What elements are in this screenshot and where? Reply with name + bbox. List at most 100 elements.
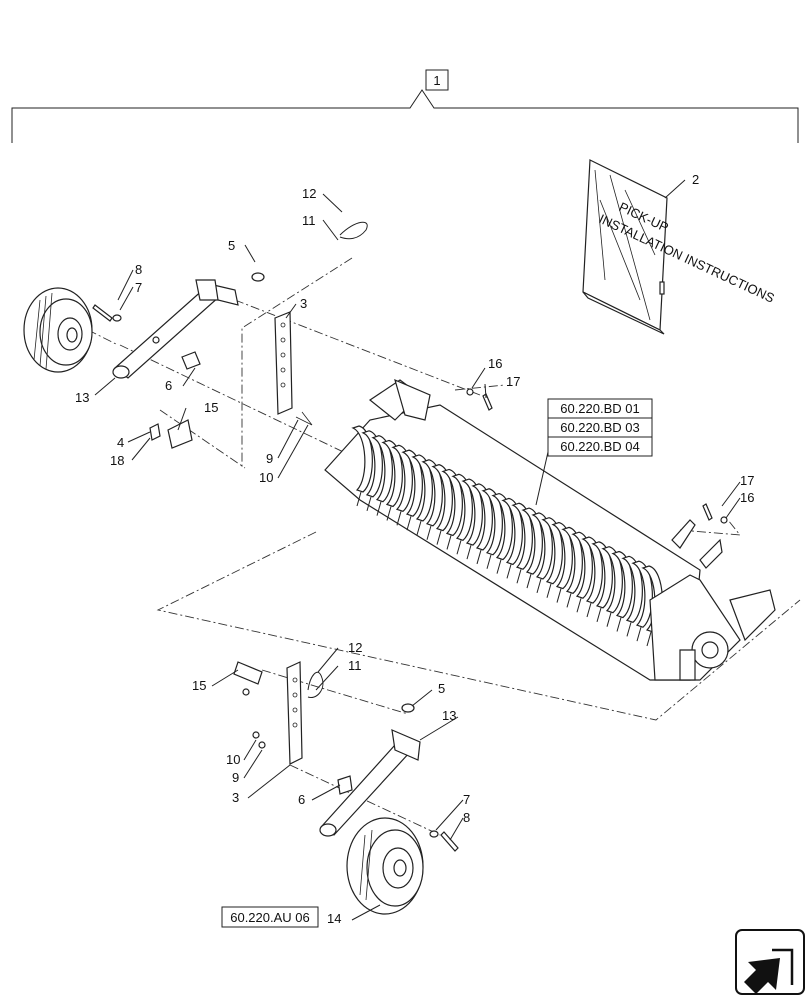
bolt-17-top	[482, 393, 493, 411]
callout-7: 7	[135, 280, 142, 295]
right-lock-pin	[233, 661, 263, 685]
reel-tine	[536, 578, 542, 594]
left-gauge-wheel-parts	[23, 221, 368, 449]
callout-15-lower: 15	[192, 678, 206, 693]
callout-3-lower: 3	[232, 790, 239, 805]
right-bolt-8	[440, 831, 459, 852]
reel-tine	[586, 602, 592, 618]
callout-15: 15	[204, 400, 218, 415]
reel-tine	[606, 612, 612, 627]
right-spacer	[337, 775, 353, 795]
callout-11: 11	[302, 213, 316, 228]
bolt-16-right	[720, 516, 728, 524]
ref-link-bd03[interactable]: 60.220.BD 03	[547, 417, 653, 438]
callout-5-lower: 5	[438, 681, 445, 696]
bolt-17-right	[702, 503, 713, 521]
callout-3: 3	[300, 296, 307, 311]
reel-tine	[626, 622, 632, 637]
right-retaining-ring	[307, 671, 324, 699]
reel-tine	[616, 617, 622, 632]
reel-tine	[556, 588, 562, 603]
callout-8-lower: 8	[463, 810, 470, 825]
callout-17: 17	[506, 374, 520, 389]
operator-manual: PICK-UP INSTALLATION INSTRUCTIONS	[582, 159, 777, 335]
assembly-label: 1	[433, 73, 440, 88]
reel-tine	[416, 520, 422, 536]
reel-tine	[426, 525, 432, 540]
reel-tine	[396, 511, 402, 526]
callout-12: 12	[302, 186, 316, 201]
callout-13-lower: 13	[442, 708, 456, 723]
reel-tine	[506, 564, 512, 579]
callout-7-lower: 7	[463, 792, 470, 807]
phantom-lines	[87, 257, 801, 836]
callout-18: 18	[110, 453, 124, 468]
left-lock-pin	[167, 419, 193, 449]
right-wheel-arm	[319, 729, 421, 837]
left-washer-5	[251, 272, 265, 282]
callout-6-lower: 6	[298, 792, 305, 807]
reel-tine	[446, 535, 452, 550]
left-bolt-8	[92, 304, 113, 322]
callout-numbers: 2 12 11 5 3 8 7 13 6 15 4 18 9 10 16 17 …	[75, 172, 754, 926]
ref-link-bd03-label: 60.220.BD 03	[560, 420, 640, 435]
right-gauge-wheel-parts	[233, 661, 459, 915]
next-page-arrow-icon[interactable]	[735, 929, 805, 995]
callout-4: 4	[117, 435, 124, 450]
right-wheel	[346, 817, 424, 915]
ref-link-au06[interactable]: 60.220.AU 06	[221, 906, 319, 928]
left-wheel	[23, 287, 93, 373]
callout-16-right: 16	[740, 490, 754, 505]
left-retaining-ring	[339, 221, 368, 240]
callout-2: 2	[692, 172, 699, 187]
pickup-reel	[324, 378, 776, 681]
callout-9: 9	[266, 451, 273, 466]
reel-tine	[566, 593, 572, 608]
ref-link-bd01-label: 60.220.BD 01	[560, 401, 640, 416]
reel-tine	[546, 583, 552, 598]
callout-6: 6	[165, 378, 172, 393]
reel-tine	[366, 496, 372, 511]
reel-tine	[516, 569, 522, 584]
assembly-label-box	[425, 69, 449, 91]
right-washer-5	[401, 703, 415, 713]
reel-tine	[486, 554, 492, 569]
reel-tine	[436, 530, 442, 545]
callout-8: 8	[135, 262, 142, 277]
ref-link-bd04[interactable]: 60.220.BD 04	[547, 436, 653, 457]
callout-11-lower: 11	[348, 658, 362, 673]
reel-tine	[456, 540, 462, 555]
left-wheel-arm	[112, 279, 239, 379]
reel-tine	[636, 627, 642, 642]
reel-tine	[386, 506, 392, 521]
left-spacer	[181, 351, 201, 370]
callout-10: 10	[259, 470, 273, 485]
reel-tine	[356, 491, 362, 507]
left-washer-7	[112, 314, 122, 322]
right-washer-7	[429, 830, 439, 838]
ref-link-bd01[interactable]: 60.220.BD 01	[547, 398, 653, 419]
callout-14: 14	[327, 911, 341, 926]
callout-9-lower: 9	[232, 770, 239, 785]
reel-tine	[406, 516, 412, 531]
reel-tine	[476, 549, 482, 565]
reel-tine	[646, 631, 652, 647]
reel-tine	[576, 598, 582, 613]
callout-leaders	[94, 179, 741, 921]
reel-tine	[466, 544, 472, 560]
callout-12-lower: 12	[348, 640, 362, 655]
callout-16: 16	[488, 356, 502, 371]
reel-reference-links: 60.220.BD 01 60.220.BD 03 60.220.BD 04	[547, 398, 653, 457]
callout-13: 13	[75, 390, 89, 405]
callout-5: 5	[228, 238, 235, 253]
callout-10-lower: 10	[226, 752, 240, 767]
callout-17-right: 17	[740, 473, 754, 488]
ref-link-au06-label: 60.220.AU 06	[230, 910, 310, 925]
bolt-16-top	[466, 388, 474, 396]
reel-tine	[376, 501, 382, 516]
reel-tine	[526, 573, 532, 589]
right-height-adjust-bar	[286, 661, 303, 765]
left-height-adjust-bar	[274, 311, 293, 415]
assembly-bracket: 1	[11, 69, 799, 143]
